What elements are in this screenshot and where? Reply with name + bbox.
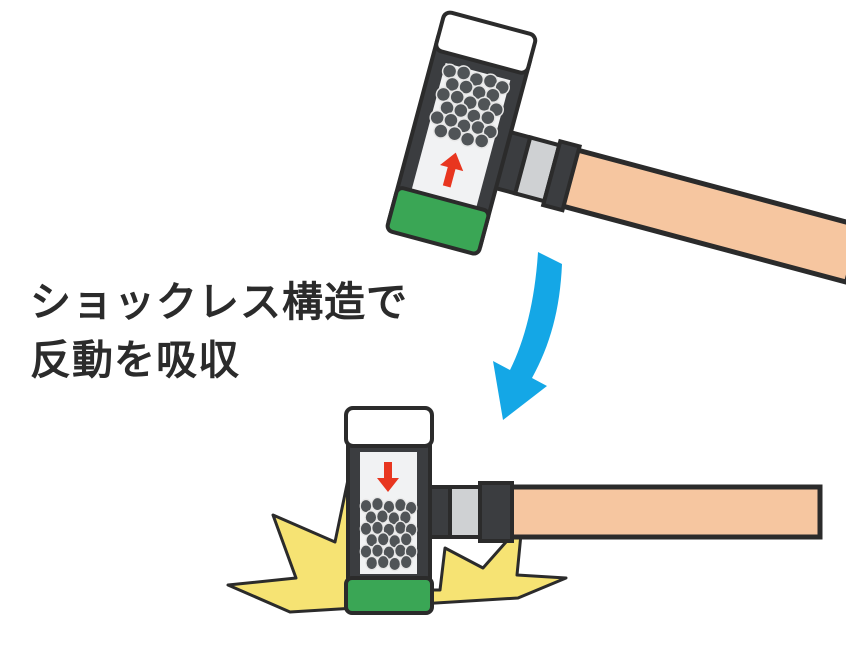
hammer-handle [544,142,846,286]
hammer-collar-light [448,485,482,539]
steel-pellets [359,496,418,572]
hammer-cap [344,406,434,448]
hammer-swinging [385,10,846,286]
caption-line-2: 反動を吸収 [30,336,240,384]
impact-burst-icon [226,468,568,614]
swing-arrow-icon [493,252,562,420]
arrow-up-icon [440,152,464,188]
hammer-impact [344,406,823,615]
hammer-handle [507,484,823,540]
caption-line-1: ショックレス構造で [30,278,408,326]
arrow-down-icon [377,462,399,492]
hammer-collar-dark [540,138,583,213]
hammer-collar-dark [478,481,514,543]
hammer-cap [434,10,538,75]
hammer-face [385,186,491,256]
hammer-face [344,576,434,615]
